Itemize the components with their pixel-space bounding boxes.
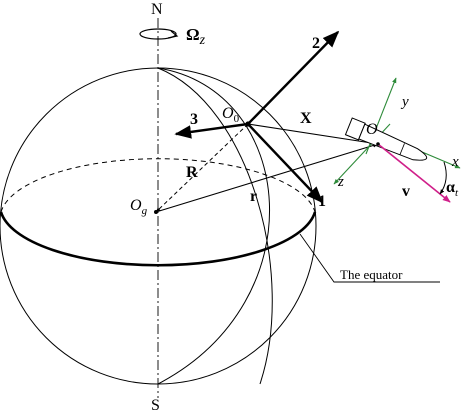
label-o0: O0: [222, 105, 240, 125]
label-north: N: [151, 1, 163, 18]
origin-o0-point: [245, 121, 251, 127]
label-axis-y: y: [400, 94, 409, 110]
meridian-right: [157, 67, 270, 385]
label-vector-X: X: [300, 110, 312, 127]
label-axis-1: 1: [318, 193, 326, 210]
label-point-o: O: [366, 121, 378, 138]
vector-X: [247, 123, 379, 146]
label-equator: The equator: [340, 267, 403, 282]
meridian-inner: [157, 67, 273, 385]
alpha-angle-arc: [439, 161, 447, 195]
label-omega: Ωz: [186, 25, 206, 48]
velocity-vector: [377, 143, 451, 203]
label-axis-x: x: [451, 154, 459, 170]
vehicle-body: [344, 117, 428, 161]
rotation-indicator: [139, 28, 177, 40]
vector-R: [155, 123, 249, 213]
origin-og-point: [154, 210, 158, 214]
label-south: S: [151, 397, 160, 412]
label-vector-v: v: [402, 183, 410, 200]
equator-leader-line: [299, 233, 440, 283]
label-og: Og: [130, 197, 148, 217]
point-o: [376, 142, 380, 146]
label-axis-2: 2: [312, 35, 320, 52]
label-axis-3: 3: [190, 111, 198, 128]
label-axis-z: z: [337, 174, 344, 190]
equator-back: [0, 158, 316, 213]
label-vector-r: r: [250, 188, 257, 205]
axis-3-arrow: [174, 122, 249, 139]
axis-1-arrow: [247, 123, 324, 204]
equator-front: [0, 211, 317, 267]
axis-2-arrow: [247, 30, 340, 125]
label-alpha: αt: [446, 179, 459, 199]
label-vector-R: R: [186, 164, 198, 181]
vector-r: [155, 143, 379, 213]
rotation-arrowhead: [167, 30, 179, 39]
